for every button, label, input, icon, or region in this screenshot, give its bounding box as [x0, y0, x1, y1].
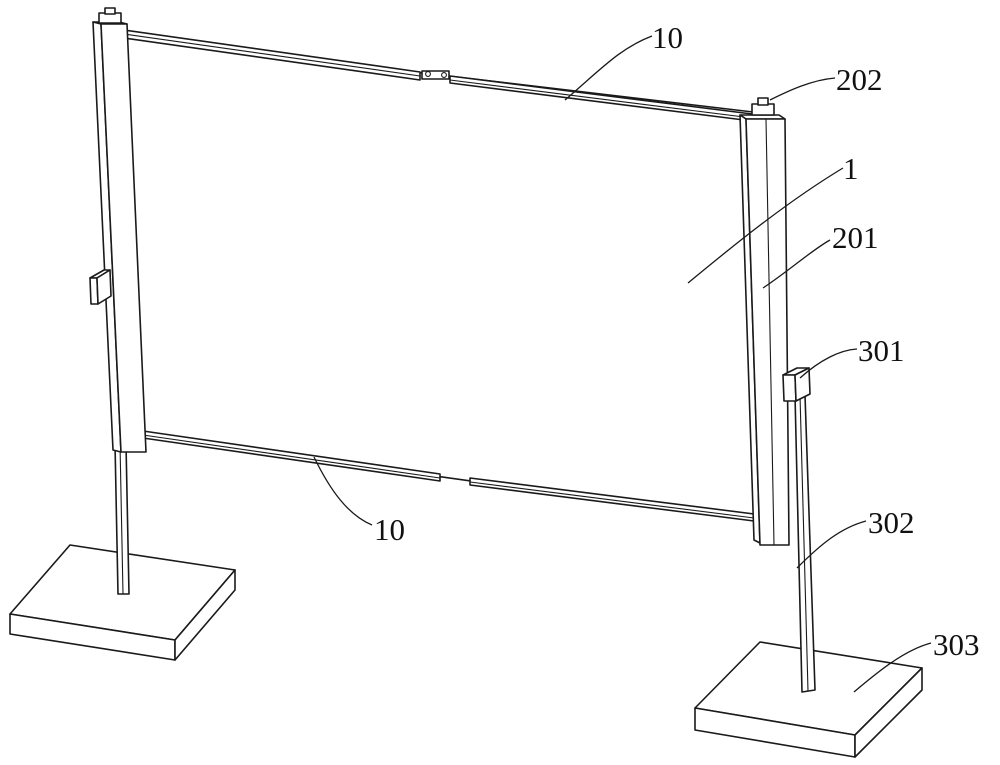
- left-cap: [99, 8, 121, 23]
- label-pole: 302: [868, 505, 915, 540]
- right-cap: [752, 98, 774, 115]
- label-rail-top: 10: [652, 20, 683, 55]
- leader-cap: [770, 78, 835, 100]
- label-upright: 201: [832, 220, 879, 255]
- leader-rail-top: [565, 36, 652, 100]
- label-cap: 202: [836, 62, 883, 97]
- label-base: 303: [933, 627, 980, 662]
- label-clamp: 301: [858, 333, 905, 368]
- label-rail-bottom: 10: [374, 512, 405, 547]
- label-board: 1: [843, 151, 859, 186]
